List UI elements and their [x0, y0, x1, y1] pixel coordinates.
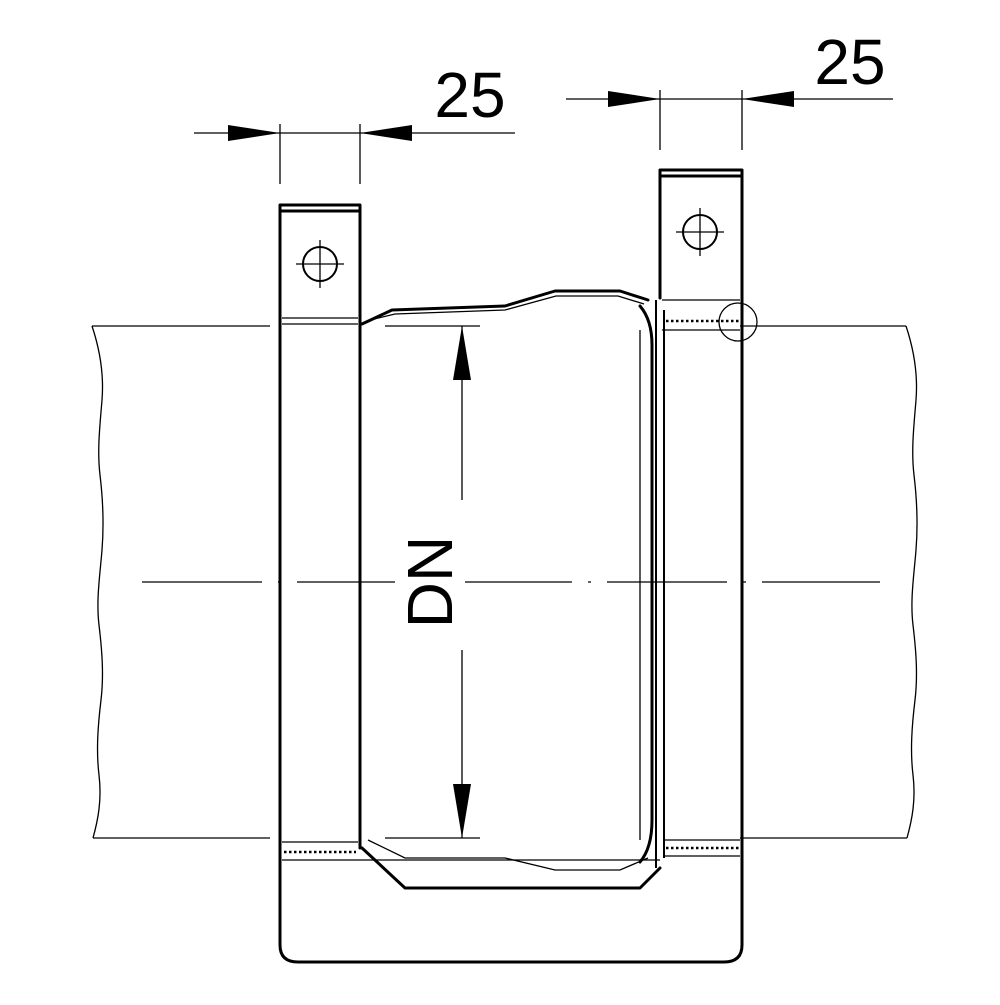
right-clamp [658, 168, 758, 870]
left-width-dimension: 25 [194, 59, 515, 184]
left-dim-arrow-1 [228, 125, 280, 141]
right-width-label: 25 [814, 26, 885, 98]
left-clamp-outline [278, 203, 744, 964]
left-width-label: 25 [434, 59, 505, 131]
pipe-right-break-line [905, 325, 918, 839]
right-bolt-hole-icon [676, 208, 724, 256]
sleeve-top-profile [360, 289, 650, 326]
right-width-dimension: 25 [566, 26, 893, 150]
coupling-sleeve [360, 289, 665, 890]
left-dim-arrow-2 [360, 125, 412, 141]
pipe-left-break-line [91, 325, 104, 839]
left-clamp [278, 203, 744, 964]
diameter-dimension: DN [394, 326, 471, 838]
left-bolt-hole-icon [296, 240, 344, 288]
right-dim-arrow-2 [742, 91, 794, 107]
detail-marker-circle [718, 302, 758, 342]
right-dim-arrow-1 [608, 91, 660, 107]
right-clamp-outline [658, 168, 744, 870]
sleeve-top-inner-profile [369, 295, 645, 321]
dn-arrow-top [453, 326, 471, 380]
sleeve-bottom-profile [360, 846, 662, 890]
pipe [91, 325, 918, 839]
sleeve-bottom-inner-profile [367, 839, 649, 871]
diameter-label: DN [394, 536, 466, 628]
dn-arrow-bottom [453, 784, 471, 838]
sleeve-collar [638, 304, 654, 864]
dn-label-background [395, 500, 465, 650]
